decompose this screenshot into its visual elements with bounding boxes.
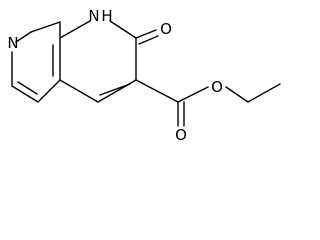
atom-ester-ether-oxygen: O (211, 78, 223, 96)
bond-ether-o-ch2 (225, 86, 249, 103)
bond-top-left-top-right (30, 21, 61, 33)
bond-nh-c2 (109, 20, 137, 39)
atom-ring-nitrogen: N (7, 34, 18, 52)
bond-junction-top-nh (59, 20, 91, 39)
atom-nh-hydrogen: H (101, 7, 112, 25)
bond-carbonyl-ether-o (177, 86, 209, 103)
atom-ketone-oxygen: O (160, 20, 172, 38)
ester-group (135, 79, 281, 127)
bond-c3-carbonyl (135, 79, 179, 103)
bond-c2-o-1 (135, 29, 157, 39)
chemical-structure-diagram: N N H O O O (7, 7, 281, 144)
bond-n-c-top-left (15, 31, 32, 43)
bond-bottom-bottom-left (11, 85, 39, 103)
bond-c2-o-2 (138, 35, 159, 45)
atom-nh-nitrogen: N (88, 7, 99, 25)
bond-c4-junction-bottom (59, 79, 99, 103)
bond-ch2-ch3 (247, 83, 281, 103)
bond-c3-c4 (97, 79, 137, 103)
atom-ester-carbonyl-oxygen: O (175, 126, 187, 144)
ketone-bond (135, 29, 159, 45)
pyridone-ring (59, 20, 137, 103)
bond-double-inner-bottom (17, 81, 38, 95)
bond-double-c3-c4-inner (99, 83, 131, 96)
pyridine-ring (11, 21, 61, 103)
bond-junction-bottom-bottom (37, 79, 61, 103)
